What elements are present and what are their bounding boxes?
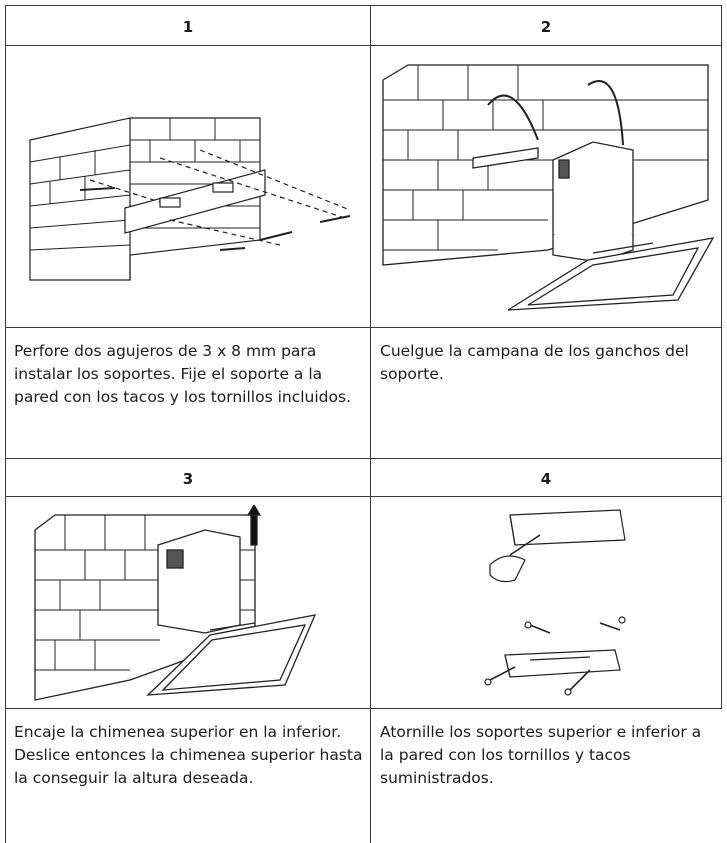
step-number: 3 [182,470,194,488]
step-description: Atornille los soportes superior e inferi… [380,723,702,787]
bracket-screw-illustration [484,509,626,696]
hood-hanging-illustration [382,64,715,311]
wall-bracket-drilling-illustration [29,117,351,281]
step-description: Perfore dos agujeros de 3 x 8 mm para in… [14,342,351,406]
step-number: 4 [540,470,552,488]
step-number: 2 [540,18,552,36]
step-description: Encaje la chimenea superior en la inferi… [14,723,363,787]
step-description: Cuelgue la campana de los ganchos del so… [380,342,689,383]
step-number: 1 [182,18,194,36]
chimney-adjustment-illustration [34,505,317,701]
